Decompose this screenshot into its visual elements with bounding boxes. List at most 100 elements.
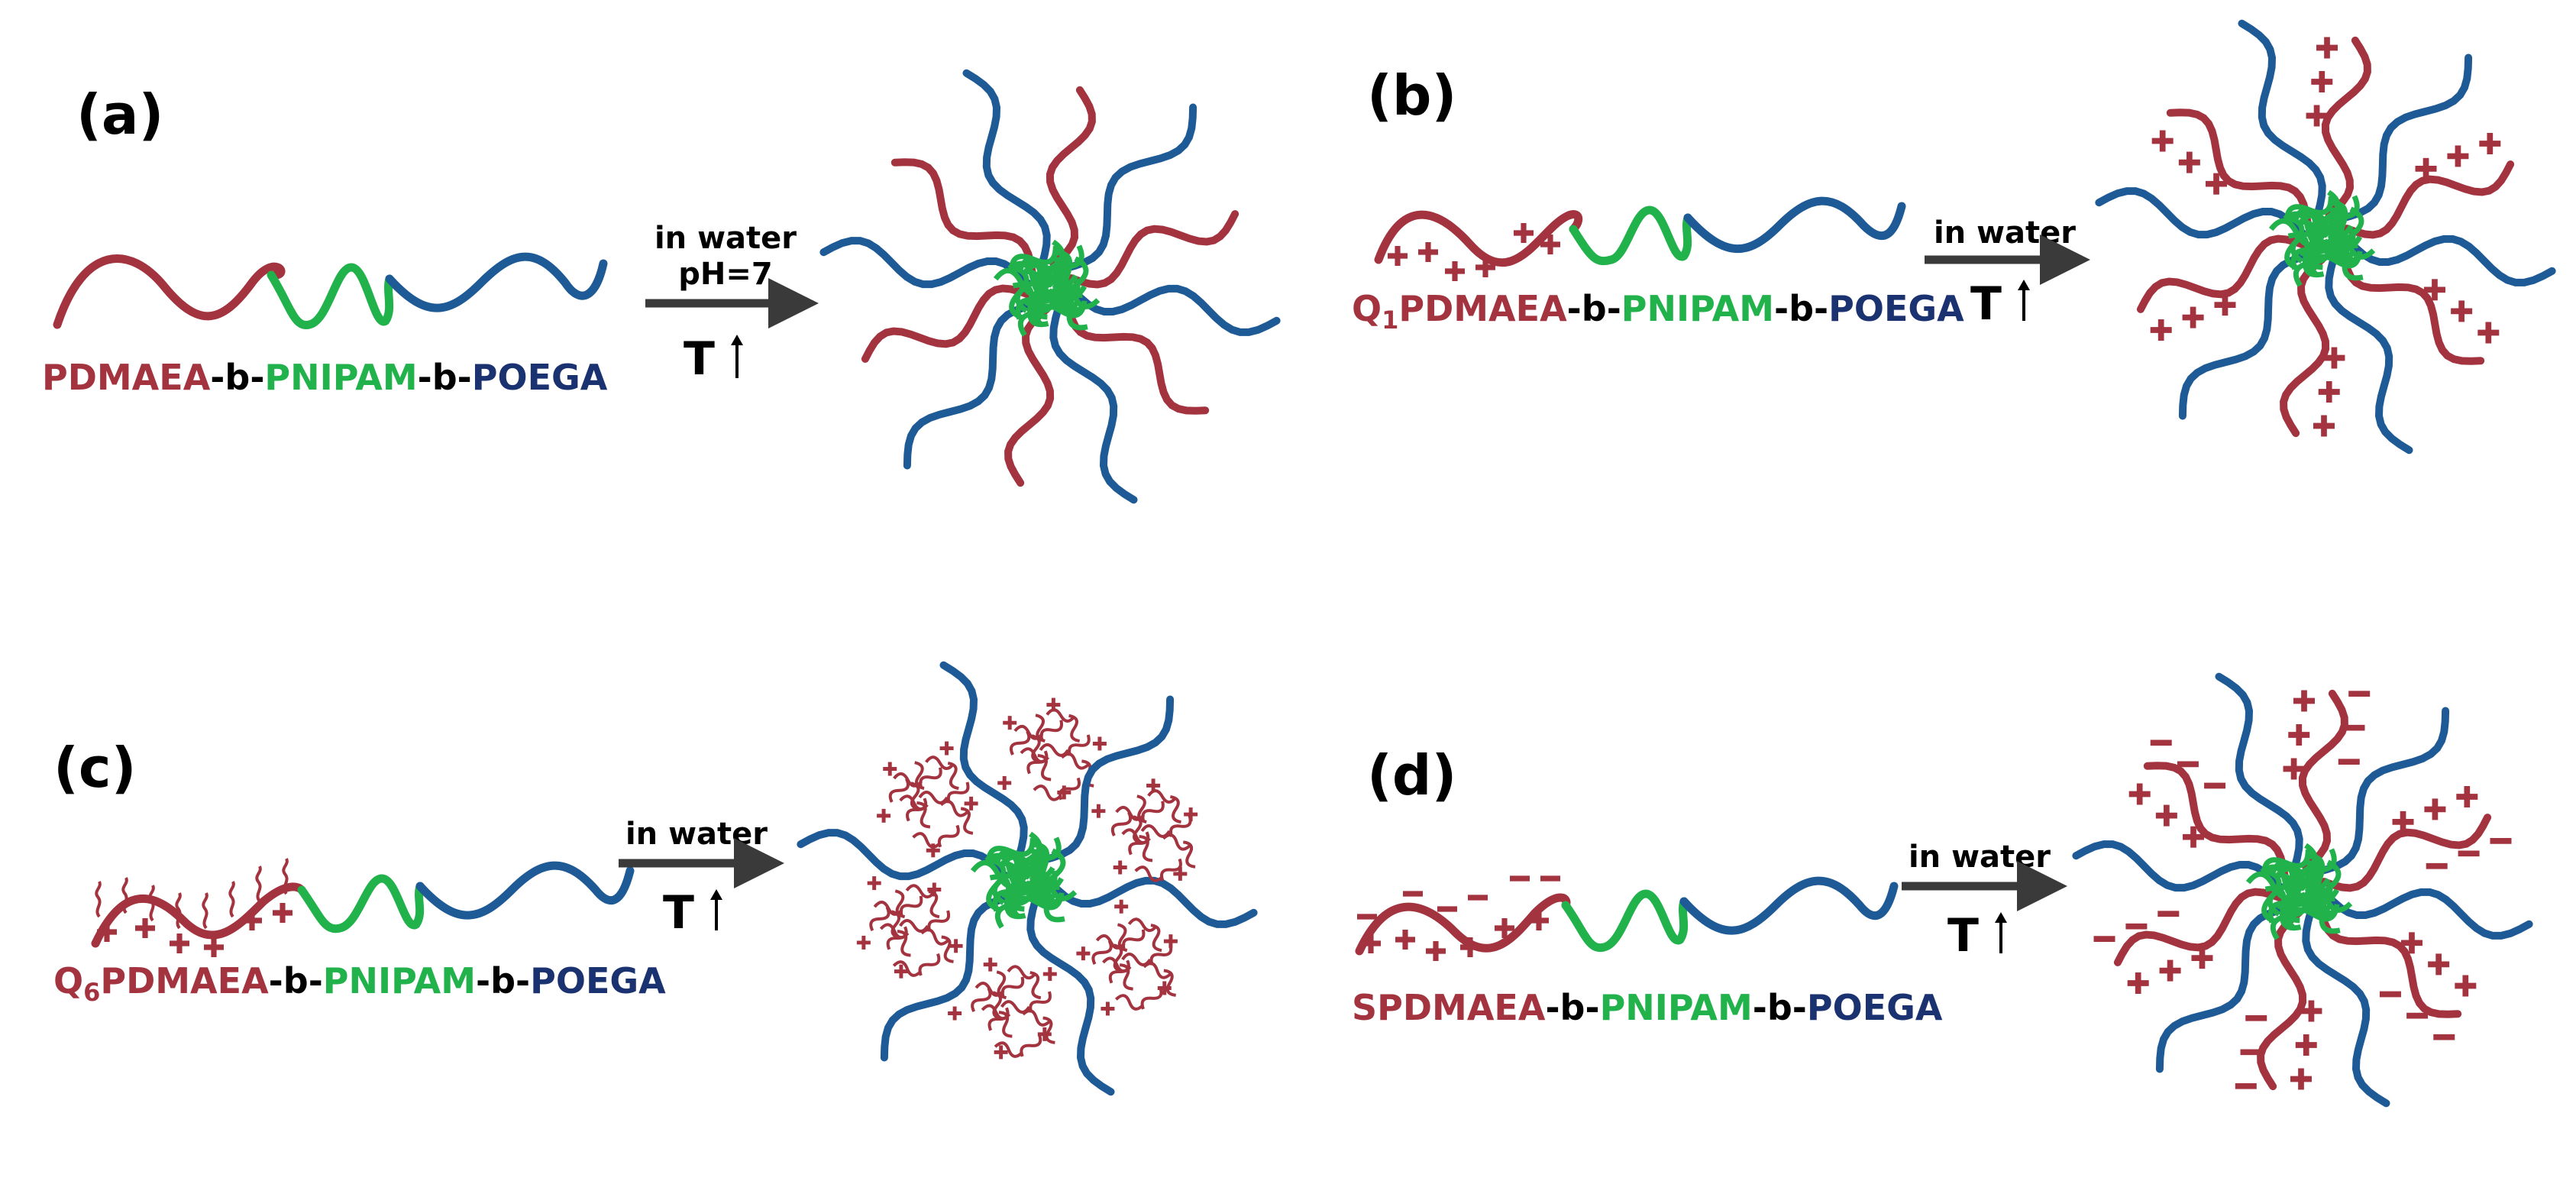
plus-charge-icon bbox=[2293, 690, 2316, 712]
plus-charge-icon bbox=[2392, 811, 2414, 833]
plus-charge-icon bbox=[2206, 173, 2228, 195]
formula-sep1: -b- bbox=[1545, 987, 1599, 1028]
plus-charge-icon bbox=[2295, 1034, 2317, 1056]
plus-charge-icon bbox=[1361, 933, 1381, 953]
plus-charge-icon bbox=[939, 741, 954, 756]
pdmaea-corona-arm bbox=[890, 158, 1036, 277]
plus-charge-icon bbox=[2415, 157, 2437, 180]
formula-block2: PNIPAM bbox=[264, 357, 417, 398]
plus-charge-icon bbox=[1146, 778, 1161, 793]
plus-charge-icon bbox=[2456, 785, 2478, 807]
plus-charge-icon bbox=[2316, 37, 2338, 59]
plus-charge-icon bbox=[1076, 946, 1091, 961]
micelle bbox=[797, 661, 1258, 1096]
formula-block3: POEGA bbox=[1807, 987, 1943, 1028]
plus-charge-icon bbox=[994, 1045, 1008, 1060]
poega-corona-arm bbox=[1049, 303, 1138, 504]
pdmaea-corona-arm bbox=[1046, 86, 1096, 268]
plus-charge-icon bbox=[1475, 257, 1495, 277]
plus-charge-icon bbox=[926, 843, 940, 858]
plus-charge-icon bbox=[273, 903, 293, 923]
plus-charge-icon bbox=[1514, 223, 1534, 243]
charge-markers bbox=[1388, 223, 1560, 281]
poega-corona-arm bbox=[2335, 53, 2473, 223]
panel-b: (b) Q1PDMAEA-b-PNIPAM-b-POEGA in water T bbox=[1352, 19, 2556, 455]
formula-sep2: -b- bbox=[476, 960, 530, 1001]
formula-block3: POEGA bbox=[1828, 288, 1964, 329]
plus-charge-icon bbox=[2455, 975, 2477, 997]
micelle bbox=[819, 69, 1281, 504]
plus-charge-icon bbox=[2306, 105, 2328, 127]
pdmaea-corona-arm bbox=[2316, 900, 2462, 1018]
plus-charge-icon bbox=[2477, 322, 2500, 344]
pnipam-core bbox=[2245, 843, 2353, 940]
pdmaea-segment bbox=[53, 254, 286, 329]
pdmaea-corona-arm bbox=[2321, 36, 2371, 218]
formula-block3: POEGA bbox=[472, 357, 608, 398]
panel-label: (a) bbox=[76, 83, 163, 147]
up-arrow-icon bbox=[1995, 912, 2007, 953]
panel-label: (d) bbox=[1367, 743, 1456, 807]
poega-corona-arm bbox=[939, 661, 1028, 862]
poega-corona-arm bbox=[2072, 840, 2284, 892]
plus-charge-icon bbox=[1003, 716, 1017, 730]
plus-charge-icon bbox=[1173, 866, 1188, 881]
up-arrow-icon bbox=[731, 335, 743, 378]
plus-charge-icon bbox=[2288, 724, 2310, 746]
charge-markers bbox=[97, 903, 293, 957]
formula: SPDMAEA-b-PNIPAM-b-POEGA bbox=[1352, 987, 1943, 1028]
plus-charge-icon bbox=[2423, 279, 2445, 301]
poega-corona-arm bbox=[2178, 251, 2316, 420]
poega-corona-arm bbox=[2155, 904, 2293, 1073]
pnipam-segment bbox=[1561, 889, 1689, 953]
panel-label: (c) bbox=[53, 736, 137, 800]
formula-block2: PNIPAM bbox=[1600, 987, 1753, 1028]
plus-charge-icon bbox=[877, 808, 891, 823]
pnipam-core bbox=[2268, 189, 2376, 287]
poega-segment bbox=[1683, 196, 1906, 254]
plus-charge-icon bbox=[883, 762, 897, 776]
formula-block2: PNIPAM bbox=[323, 960, 476, 1001]
pdmaea-corona-arm bbox=[1004, 305, 1055, 487]
formula-block1: PDMAEA bbox=[1398, 288, 1567, 329]
formula-block1: PDMAEA bbox=[1377, 987, 1546, 1028]
brush-cluster bbox=[948, 957, 1057, 1060]
pnipam-core bbox=[970, 831, 1078, 929]
plus-charge-icon bbox=[1163, 934, 1178, 949]
triblock-chain bbox=[1355, 875, 1899, 961]
brush-cluster bbox=[1091, 778, 1198, 882]
poega-corona-arm bbox=[2238, 19, 2326, 220]
plus-charge-icon bbox=[2151, 130, 2174, 152]
pnipam-segment bbox=[1569, 205, 1692, 266]
formula-prefix: Q bbox=[53, 960, 83, 1001]
plus-charge-icon bbox=[1057, 785, 1071, 800]
plus-charge-icon bbox=[1426, 941, 1446, 961]
plus-charge-icon bbox=[2311, 71, 2333, 93]
poega-segment bbox=[385, 252, 608, 312]
panel-c: (c) Q6PDMAEA-b-PNIPAM-b-POEGA in water T bbox=[53, 661, 1258, 1096]
side-chain bbox=[255, 866, 262, 903]
plus-charge-icon bbox=[948, 1006, 962, 1021]
poega-corona-arm bbox=[1037, 695, 1175, 865]
micelle bbox=[2095, 19, 2556, 455]
poega-corona-arm bbox=[2313, 707, 2450, 876]
poega-corona-arm bbox=[962, 69, 1051, 270]
plus-charge-icon bbox=[2290, 1068, 2312, 1090]
plus-charge-icon bbox=[2451, 300, 2473, 322]
pdmaea-corona-arm bbox=[2113, 888, 2286, 966]
poega-corona-arm bbox=[2325, 254, 2413, 455]
triblock-chain bbox=[1374, 196, 1906, 281]
plus-charge-icon bbox=[2159, 959, 2181, 982]
plus-charge-icon bbox=[2447, 145, 2469, 167]
plus-charge-icon bbox=[1101, 1001, 1115, 1016]
formula-sep1: -b- bbox=[210, 357, 264, 398]
triblock-chain bbox=[91, 858, 635, 957]
plus-charge-icon bbox=[2127, 972, 2149, 995]
formula-sep1: -b- bbox=[269, 960, 323, 1001]
plus-charge-icon bbox=[2182, 306, 2204, 328]
poega-corona-arm bbox=[2215, 672, 2303, 873]
plus-charge-icon bbox=[949, 939, 963, 953]
plus-charge-icon bbox=[1037, 1027, 1052, 1041]
poega-corona-arm bbox=[2344, 235, 2556, 286]
